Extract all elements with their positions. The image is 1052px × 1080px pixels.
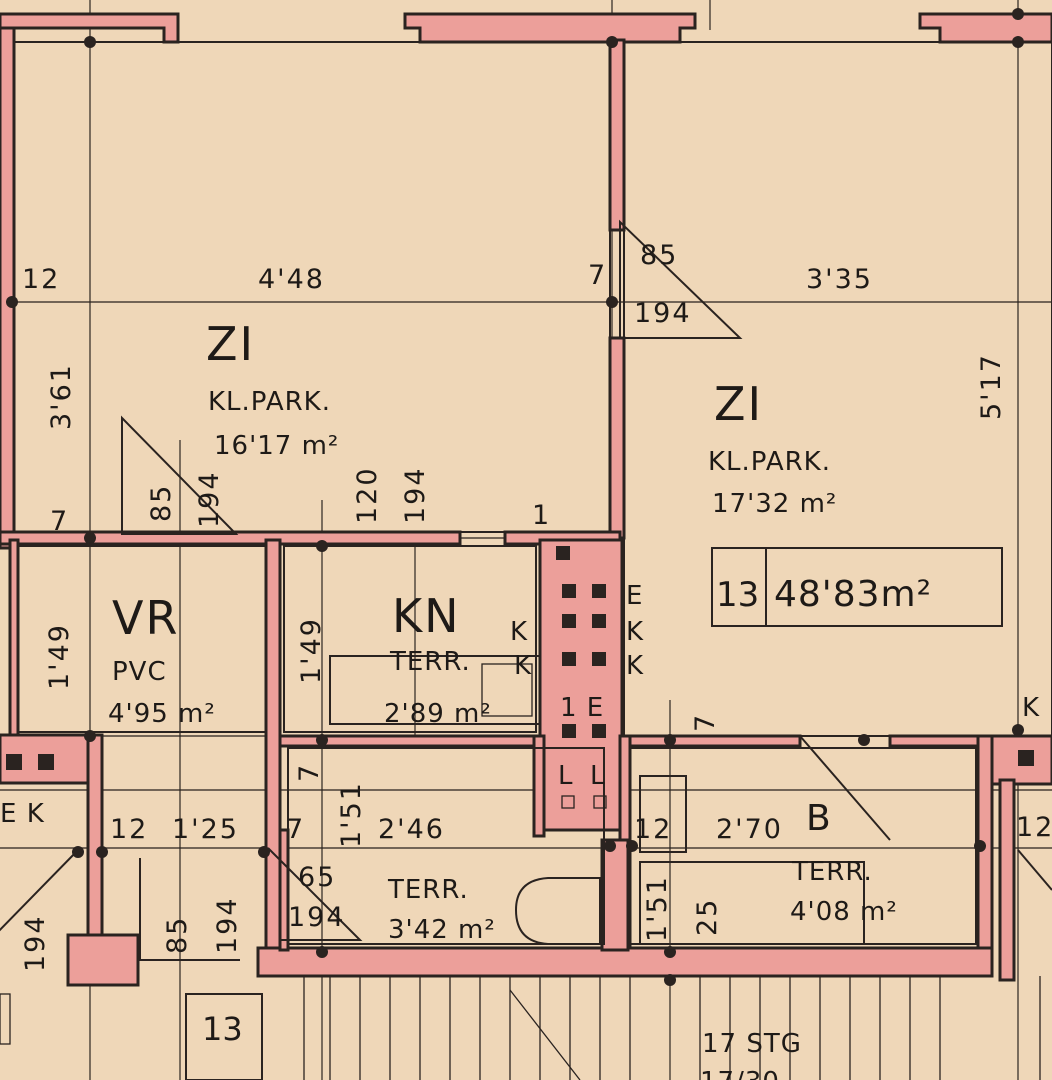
mark-1e: 1 E [560,693,604,723]
washbasin [639,775,687,853]
dim-194-c: 194 [400,466,431,524]
entry-floor: PVC [112,657,167,687]
mark-k-right: K [1022,693,1040,723]
dim-12-c: 12 [634,814,672,845]
fixtures [329,655,865,945]
bathtub [639,861,865,945]
dim-12-b: 12 [110,814,148,845]
dim-85-a: 85 [640,240,678,271]
room-left-floor: KL.PARK. [208,387,331,417]
installation-marks: E K K K K 1 E L L E K K [0,581,1040,829]
dim-7-a: 7 [588,260,607,291]
dim-7-d: 7 [294,763,325,782]
unit-number: 13 [716,575,759,615]
room-right-area: 17'32 m² [712,489,837,519]
door-swings [0,219,1052,961]
mark-k-3: K [510,617,528,647]
dim-85-b: 85 [146,484,177,522]
entry-area: 4'95 m² [108,699,216,729]
dim-7-e: 7 [690,713,721,732]
dim-65: 65 [298,862,336,893]
mark-l-1: L [558,761,574,791]
dim-194-e: 194 [212,896,243,954]
kitchen-sink [481,663,533,717]
dim-194-f: 194 [20,914,51,972]
dim-125: 1'25 [172,814,239,845]
mark-e-1: E [626,581,643,611]
walls [0,12,1052,987]
dim-149-a: 1'49 [44,623,75,690]
bath-area: 4'08 m² [790,897,898,927]
dimension-labels: 4'48 3'35 3'61 5'17 12 7 85 194 85 194 7… [20,240,1052,972]
unit-total-area: 48'83m² [774,574,932,615]
dim-7-b: 7 [50,506,69,537]
dim-151-b: 1'51 [642,875,673,942]
bath-code: B [806,798,833,839]
dim-361: 3'61 [46,363,77,430]
mark-k-1: K [626,617,644,647]
dim-194-b: 194 [194,470,225,528]
room-right-floor: KL.PARK. [708,447,831,477]
wc-floor: TERR. [387,875,469,905]
grid-dots [6,8,1024,986]
dim-1: 1 [532,500,551,531]
dim-194-a: 194 [634,298,692,329]
stairs [0,976,1041,1080]
dim-151-a: 1'51 [336,781,367,848]
stairs-cut-label: 17/30 [700,1067,780,1080]
dim-335: 3'35 [806,264,873,295]
mark-k-4: K [514,651,532,681]
dim-517: 5'17 [976,353,1007,420]
unit-info: 13 48'83m² 13 17 STG 17/30 [202,574,932,1080]
dim-12-a: 12 [22,264,60,295]
kitchen-floor: TERR. [389,647,471,677]
kitchen-counter [329,655,541,725]
kitchen-area: 2'89 m² [384,699,492,729]
dim-270: 2'70 [716,814,783,845]
room-labels: ZI KL.PARK. 16'17 m² ZI KL.PARK. 17'32 m… [108,317,898,945]
unit-area-box [711,547,1003,627]
bottom-unit-number: 13 [202,1010,243,1048]
kitchen-code: KN [392,589,461,643]
mark-l-2: L [590,761,606,791]
dim-25: 25 [692,898,723,936]
wc-area: 3'42 m² [388,915,496,945]
stairs-label: 17 STG [702,1029,802,1059]
entry-code: VR [112,591,179,645]
dim-149-b: 1'49 [296,617,327,684]
dim-448: 4'48 [258,264,325,295]
dim-120: 120 [352,466,383,524]
room-left-area: 16'17 m² [214,431,339,461]
mark-k-2: K [626,651,644,681]
dim-12-d: 12 [1016,812,1052,843]
installation-symbols [6,546,1034,809]
room-right-code: ZI [714,377,763,431]
dim-85-c: 85 [162,916,193,954]
bath-floor: TERR. [791,857,873,887]
mark-ek: E K [0,799,45,829]
dim-7-c: 7 [286,814,305,845]
dim-194-d: 194 [288,902,346,933]
toilet [514,877,601,945]
dim-246: 2'46 [378,814,445,845]
room-left-code: ZI [206,317,255,371]
